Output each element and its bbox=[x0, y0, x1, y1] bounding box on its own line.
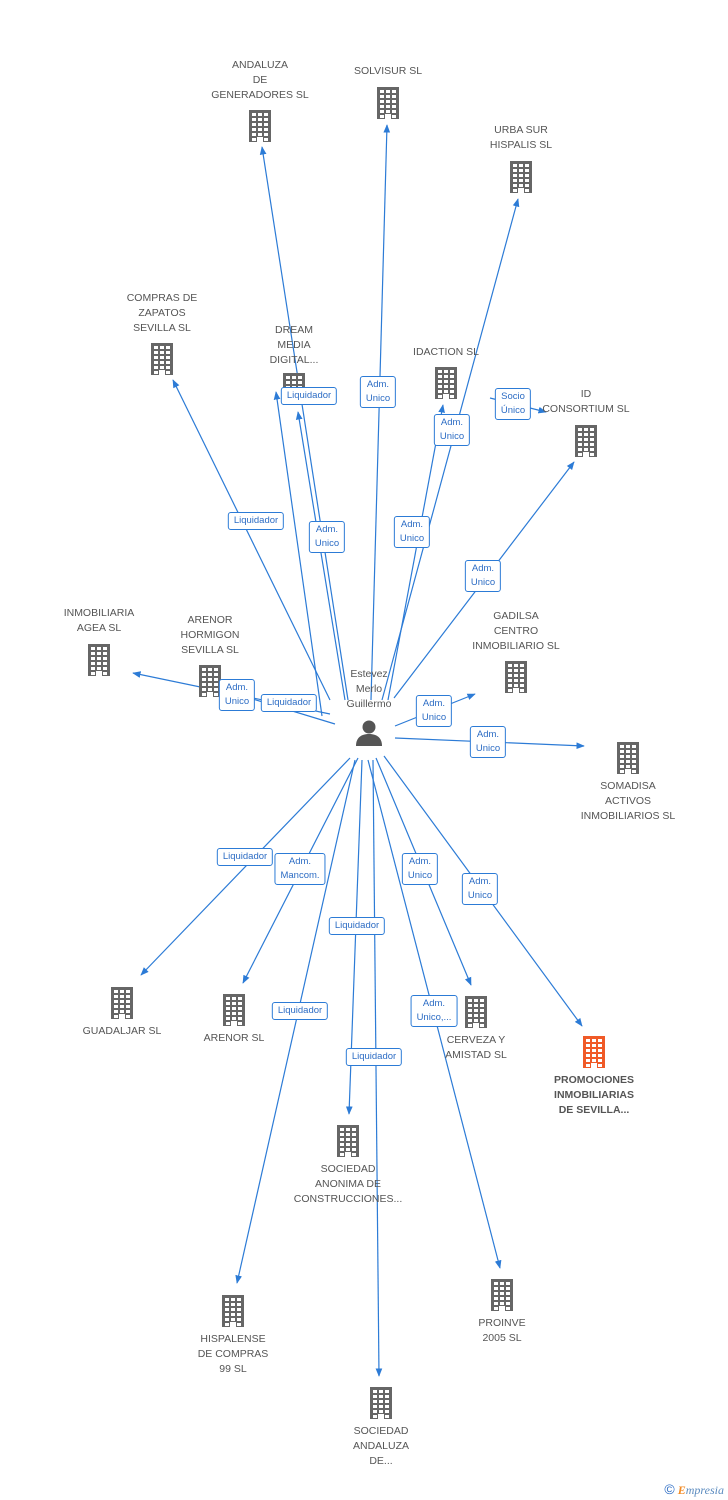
building-icon[interactable] bbox=[220, 1293, 246, 1327]
company-name: COMPRAS DE ZAPATOS SEVILLA SL bbox=[126, 292, 198, 334]
company-name: ANDALUZA DE GENERADORES SL bbox=[211, 59, 309, 101]
company-name: GUADALJAR SL bbox=[82, 1025, 162, 1037]
building-icon[interactable] bbox=[375, 85, 401, 119]
relation-edge bbox=[140, 757, 351, 976]
relation-label[interactable]: Adm. Mancom. bbox=[274, 853, 326, 885]
company-node-arenor-hormigon[interactable]: ARENOR HORMIGON SEVILLA SL bbox=[135, 613, 285, 658]
building-icon[interactable] bbox=[109, 985, 135, 1019]
company-name: ARENOR SL bbox=[203, 1032, 265, 1044]
building-icon[interactable] bbox=[508, 159, 534, 193]
building-icon[interactable] bbox=[581, 1034, 607, 1068]
company-name: DREAM MEDIA DIGITAL... bbox=[269, 324, 319, 366]
relation-edge bbox=[295, 411, 346, 701]
building-icon[interactable] bbox=[221, 992, 247, 1026]
company-node-solvisur[interactable]: SOLVISUR SL bbox=[313, 64, 463, 79]
relation-label[interactable]: Adm. Unico bbox=[218, 679, 256, 711]
relation-label[interactable]: Adm. Unico bbox=[415, 695, 453, 727]
company-node-sociedad-andaluza[interactable]: SOCIEDAD ANDALUZA DE... bbox=[306, 1424, 456, 1469]
company-node-sociedad-anonima[interactable]: SOCIEDAD ANONIMA DE CONSTRUCCIONES... bbox=[273, 1162, 423, 1207]
company-node-proinve[interactable]: PROINVE 2005 SL bbox=[427, 1316, 577, 1346]
company-node-inmobiliaria-agea[interactable]: INMOBILIARIA AGEA SL bbox=[24, 606, 174, 636]
relation-edge bbox=[372, 759, 383, 1377]
company-name: URBA SUR HISPALIS SL bbox=[489, 124, 553, 151]
relation-label[interactable]: Adm. Unico,... bbox=[410, 995, 458, 1027]
company-node-guadaljar[interactable]: GUADALJAR SL bbox=[47, 1024, 197, 1039]
relation-edge bbox=[370, 124, 391, 701]
building-icon[interactable] bbox=[149, 341, 175, 375]
company-name: SOCIEDAD ANDALUZA DE... bbox=[352, 1425, 409, 1467]
company-node-gadilsa[interactable]: GADILSA CENTRO INMOBILIARIO SL bbox=[441, 609, 591, 654]
building-icon[interactable] bbox=[503, 659, 529, 693]
building-icon[interactable] bbox=[489, 1277, 515, 1311]
relation-edge bbox=[172, 379, 331, 701]
copyright-symbol: © bbox=[664, 1481, 675, 1497]
relation-label[interactable]: Adm. Unico bbox=[464, 560, 502, 592]
relation-edge bbox=[381, 198, 520, 701]
company-node-andaluza-generadores[interactable]: ANDALUZA DE GENERADORES SL bbox=[185, 58, 335, 103]
company-name: ARENOR HORMIGON SEVILLA SL bbox=[180, 614, 240, 656]
relation-label[interactable]: Liquidador bbox=[227, 512, 285, 530]
relation-label[interactable]: Adm. Unico bbox=[461, 873, 499, 905]
building-icon[interactable] bbox=[615, 740, 641, 774]
building-icon[interactable] bbox=[247, 108, 273, 142]
company-node-id-consortium[interactable]: ID CONSORTIUM SL bbox=[511, 387, 661, 417]
building-icon[interactable] bbox=[368, 1385, 394, 1419]
relation-edge bbox=[273, 391, 323, 717]
relation-label[interactable]: Socio Único bbox=[494, 388, 532, 420]
building-icon[interactable] bbox=[433, 365, 459, 399]
company-node-compras-zapatos[interactable]: COMPRAS DE ZAPATOS SEVILLA SL bbox=[87, 291, 237, 336]
company-node-hispalense[interactable]: HISPALENSE DE COMPRAS 99 SL bbox=[158, 1332, 308, 1377]
building-icon[interactable] bbox=[463, 994, 489, 1028]
relation-edge bbox=[387, 404, 445, 701]
company-name: IDACTION SL bbox=[413, 346, 479, 358]
relation-label[interactable]: Adm. Unico bbox=[401, 853, 439, 885]
company-name: GADILSA CENTRO INMOBILIARIO SL bbox=[472, 610, 560, 652]
relation-label[interactable]: Liquidador bbox=[271, 1002, 329, 1020]
relation-label[interactable]: Adm. Unico bbox=[359, 376, 397, 408]
relation-label[interactable]: Liquidador bbox=[280, 387, 338, 405]
person-name: Estevez Merlo Guillermo bbox=[346, 668, 392, 710]
company-node-dream-media[interactable]: DREAM MEDIA DIGITAL... bbox=[219, 323, 369, 368]
person-node[interactable]: Estevez Merlo Guillermo bbox=[309, 667, 429, 748]
company-name: PROMOCIONES INMOBILIARIAS DE SEVILLA... bbox=[554, 1074, 634, 1116]
company-node-urba-sur[interactable]: URBA SUR HISPALIS SL bbox=[446, 123, 596, 153]
empresia-logo: Empresia bbox=[677, 1483, 724, 1497]
building-icon[interactable] bbox=[197, 663, 223, 697]
company-node-cerveza-amistad[interactable]: CERVEZA Y AMISTAD SL bbox=[401, 1033, 551, 1063]
relation-label[interactable]: Liquidador bbox=[216, 848, 274, 866]
building-icon[interactable] bbox=[335, 1123, 361, 1157]
company-name: INMOBILIARIA AGEA SL bbox=[63, 607, 135, 634]
relation-label[interactable]: Adm. Unico bbox=[469, 726, 507, 758]
footer-brand: ©Empresia bbox=[664, 1481, 724, 1498]
company-name: SOMADISA ACTIVOS INMOBILIARIOS SL bbox=[580, 780, 676, 822]
relation-label[interactable]: Liquidador bbox=[345, 1048, 403, 1066]
relation-edge bbox=[259, 146, 349, 701]
company-node-somadisa[interactable]: SOMADISA ACTIVOS INMOBILIARIOS SL bbox=[553, 779, 703, 824]
company-node-promociones[interactable]: PROMOCIONES INMOBILIARIAS DE SEVILLA... bbox=[519, 1073, 669, 1118]
company-name: SOCIEDAD ANONIMA DE CONSTRUCCIONES... bbox=[293, 1163, 403, 1205]
relation-edge bbox=[235, 759, 356, 1284]
relation-label[interactable]: Liquidador bbox=[328, 917, 386, 935]
building-icon[interactable] bbox=[573, 423, 599, 457]
company-node-idaction[interactable]: IDACTION SL bbox=[371, 345, 521, 360]
building-icon[interactable] bbox=[86, 642, 112, 676]
relation-label[interactable]: Adm. Unico bbox=[308, 521, 346, 553]
company-name: HISPALENSE DE COMPRAS 99 SL bbox=[197, 1333, 269, 1375]
company-name: PROINVE 2005 SL bbox=[478, 1317, 526, 1344]
company-node-arenor[interactable]: ARENOR SL bbox=[159, 1031, 309, 1046]
company-name: SOLVISUR SL bbox=[353, 65, 423, 77]
company-name: ID CONSORTIUM SL bbox=[542, 388, 630, 415]
relation-label[interactable]: Adm. Unico bbox=[393, 516, 431, 548]
company-name: CERVEZA Y AMISTAD SL bbox=[445, 1034, 507, 1061]
relation-label[interactable]: Liquidador bbox=[260, 694, 318, 712]
relation-label[interactable]: Adm. Unico bbox=[433, 414, 471, 446]
person-icon bbox=[356, 720, 382, 746]
